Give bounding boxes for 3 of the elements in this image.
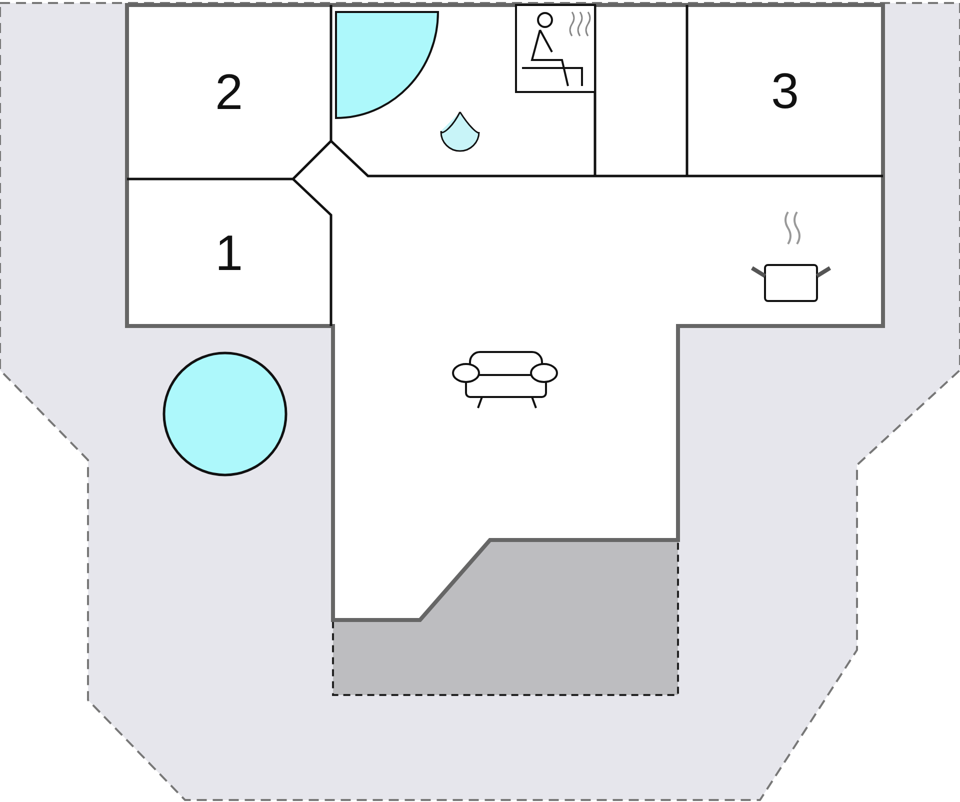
room-number: 1 — [215, 228, 243, 278]
room-number: 2 — [215, 67, 243, 117]
room-number: 3 — [771, 66, 799, 116]
